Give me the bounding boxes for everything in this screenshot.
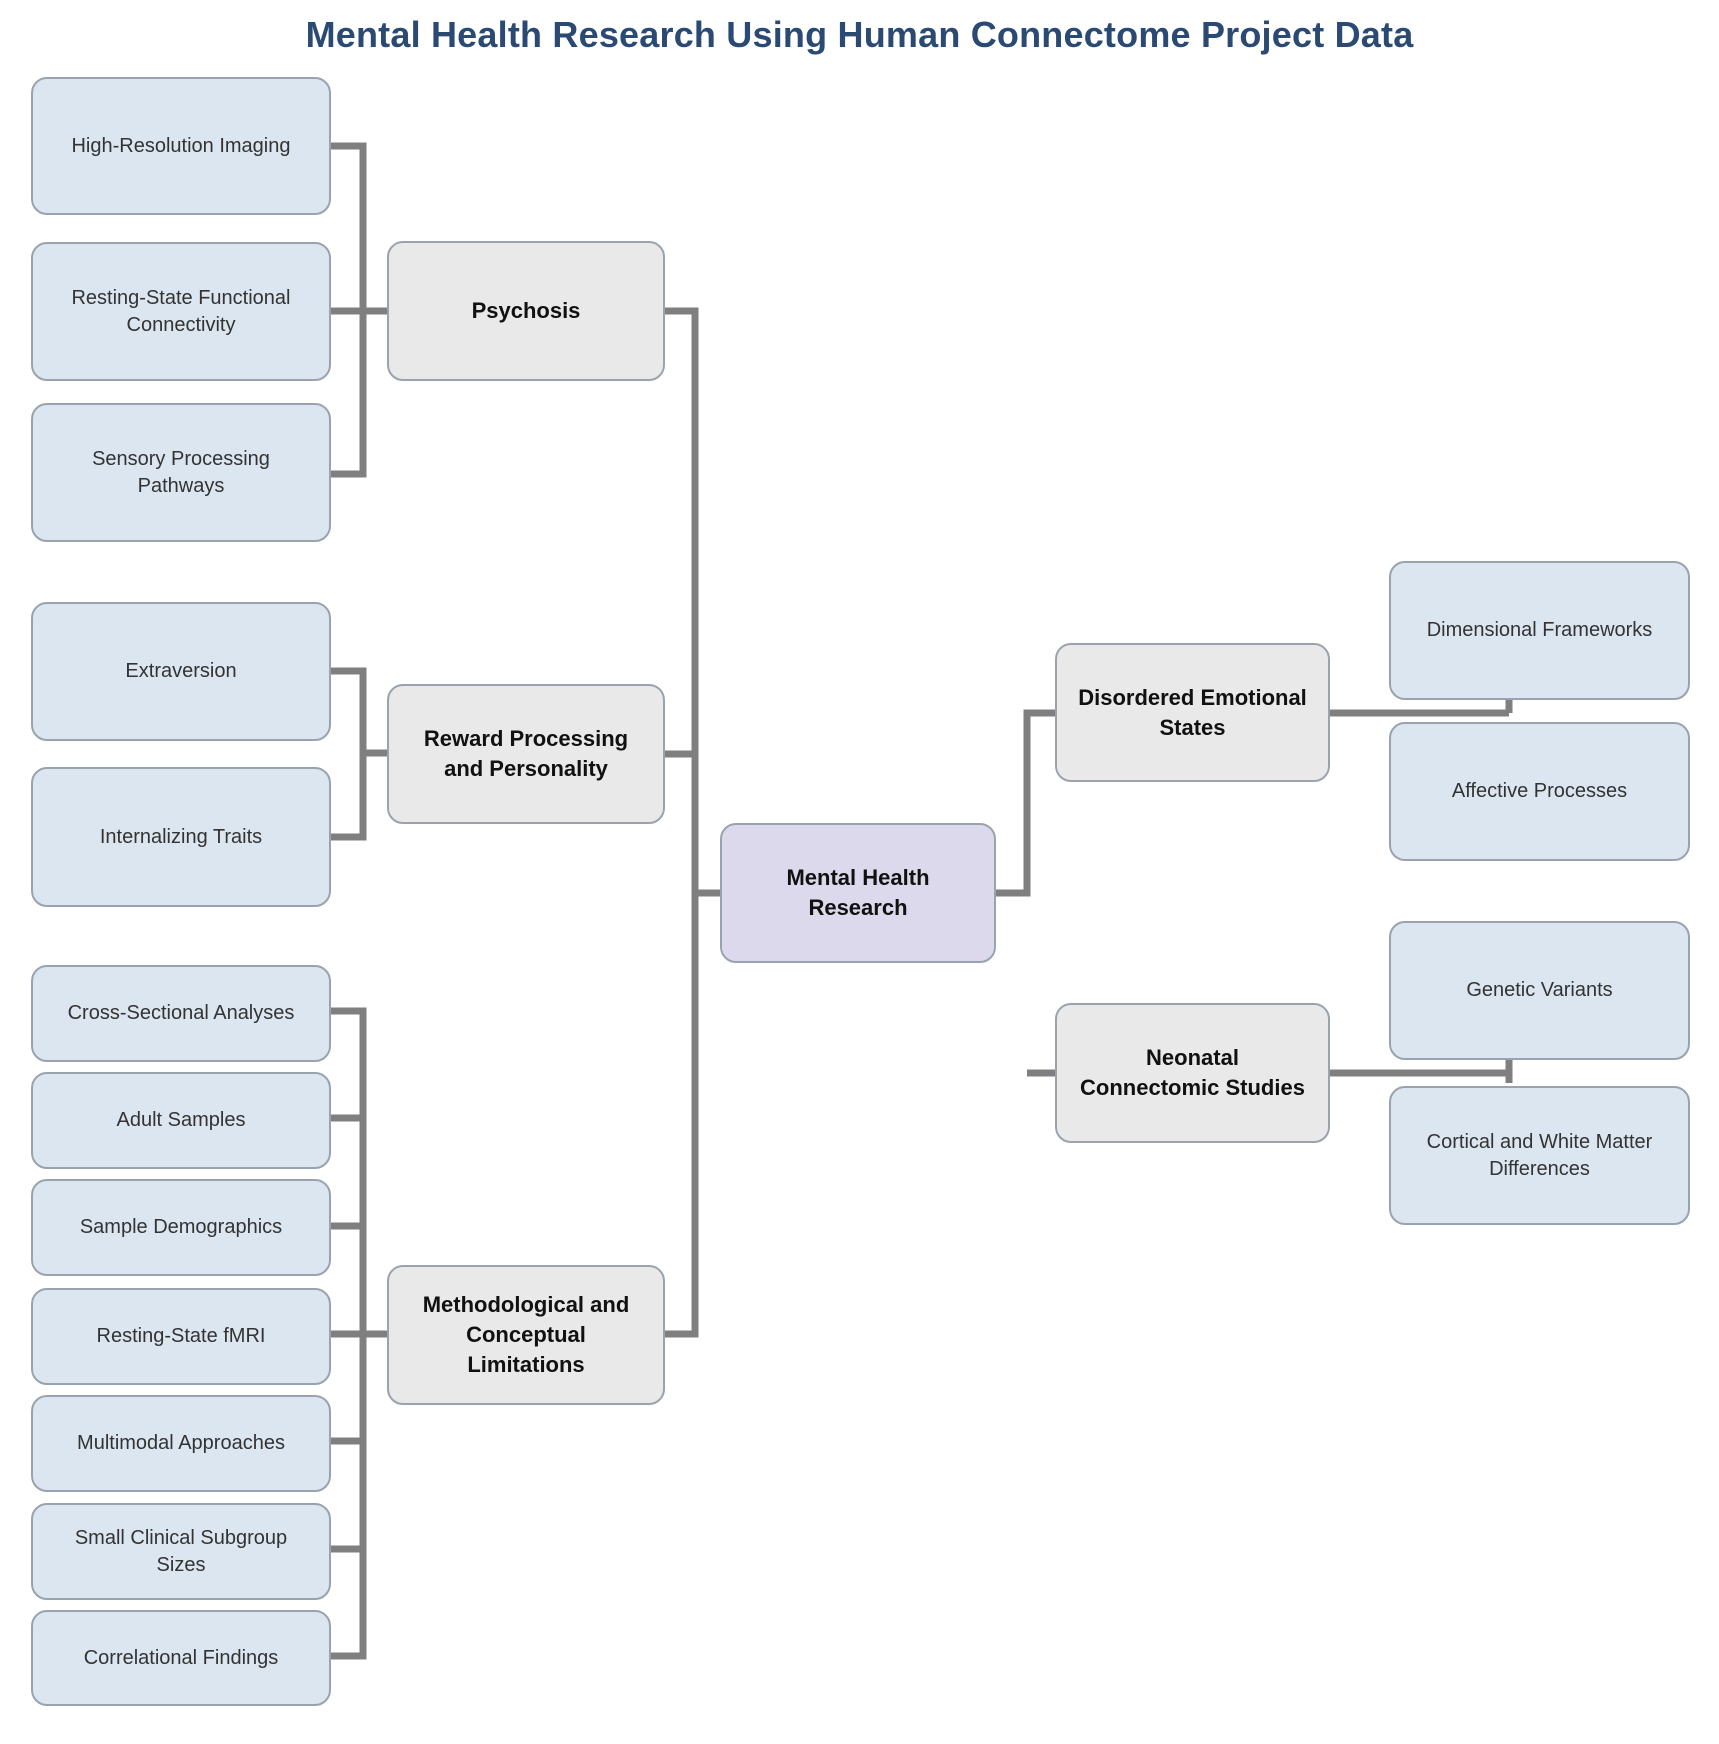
leaf-sample-demographics: Sample Demographics <box>31 1179 331 1276</box>
connector-left-trunk <box>665 307 720 1338</box>
leaf-small-clinical-subgroup-sizes: Small Clinical Subgroup Sizes <box>31 1503 331 1600</box>
leaf-genetic-variants: Genetic Variants <box>1389 921 1690 1060</box>
connector-right-trunk <box>996 709 1055 1077</box>
leaf-adult-samples: Adult Samples <box>31 1072 331 1169</box>
connector-reward-leaves <box>331 667 387 841</box>
leaf-dimensional-frameworks: Dimensional Frameworks <box>1389 561 1690 700</box>
leaf-extraversion: Extraversion <box>31 602 331 741</box>
leaf-internalizing-traits: Internalizing Traits <box>31 767 331 907</box>
leaf-multimodal-approaches: Multimodal Approaches <box>31 1395 331 1492</box>
connector-methods-leaves <box>331 1007 387 1660</box>
root-node: Mental Health Research <box>720 823 996 963</box>
leaf-sensory-processing-pathways: Sensory Processing Pathways <box>31 403 331 542</box>
leaf-high-resolution-imaging: High-Resolution Imaging <box>31 77 331 215</box>
category-neonatal-connectomic-studies: Neonatal Connectomic Studies <box>1055 1003 1330 1143</box>
category-psychosis: Psychosis <box>387 241 665 381</box>
leaf-affective-processes: Affective Processes <box>1389 722 1690 861</box>
diagram-title: Mental Health Research Using Human Conne… <box>305 14 1414 55</box>
leaf-correlational-findings: Correlational Findings <box>31 1610 331 1706</box>
category-methodological-limitations: Methodological and Conceptual Limitation… <box>387 1265 665 1405</box>
connector-neonatal-leaves <box>1330 1058 1513 1083</box>
leaf-resting-state-functional-connectivity: Resting-State Functional Connectivity <box>31 242 331 381</box>
leaf-resting-state-fmri: Resting-State fMRI <box>31 1288 331 1385</box>
category-reward-processing: Reward Processing and Personality <box>387 684 665 824</box>
leaf-cross-sectional-analyses: Cross-Sectional Analyses <box>31 965 331 1062</box>
leaf-cortical-and-white-matter-differences: Cortical and White Matter Differences <box>1389 1086 1690 1225</box>
connector-disordered-leaves <box>1330 698 1513 717</box>
connector-psychosis-leaves <box>331 142 387 478</box>
category-disordered-emotional-states: Disordered Emotional States <box>1055 643 1330 782</box>
